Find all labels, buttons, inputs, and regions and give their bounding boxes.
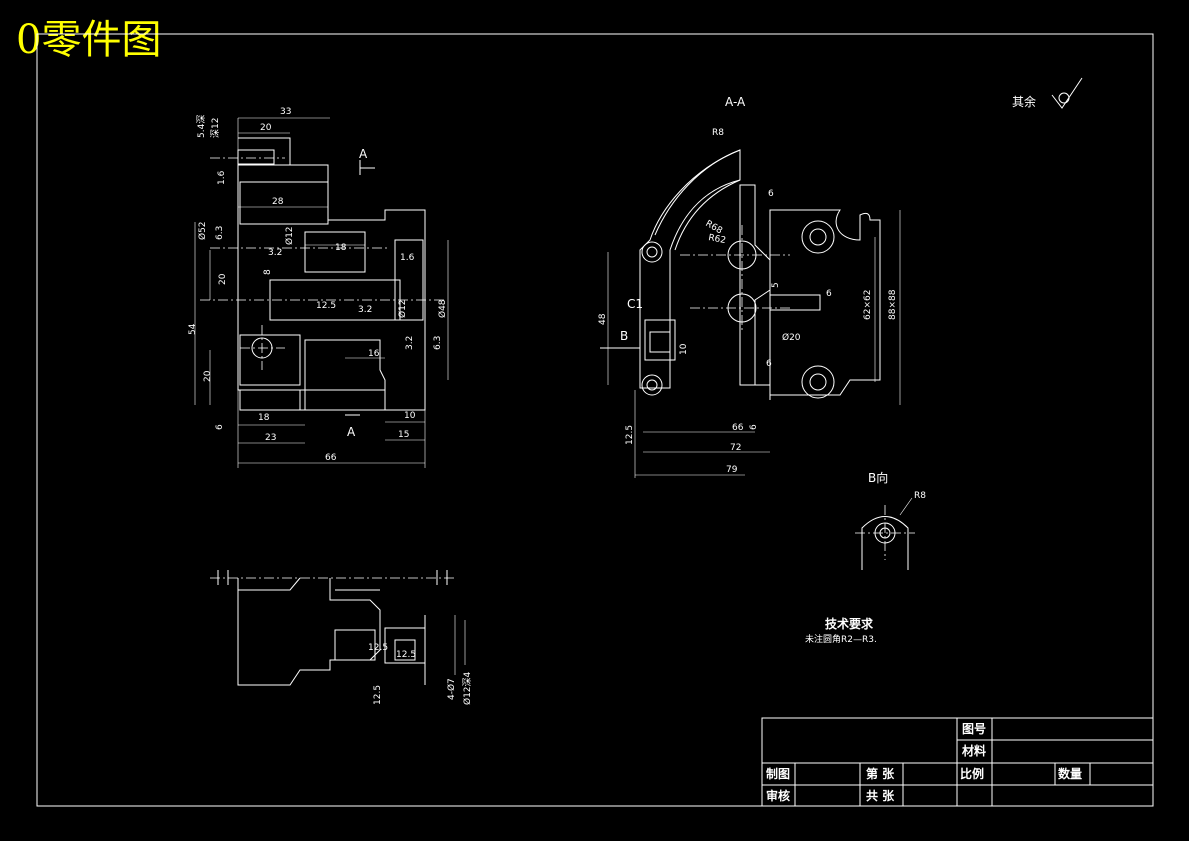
dim-phi48: Ø48 <box>437 299 448 318</box>
dim-66: 66 <box>325 453 337 463</box>
sec-dim-6c: 6 <box>766 359 772 369</box>
sec-dim-79: 79 <box>726 465 738 475</box>
sec-dim-6b: 6 <box>826 289 832 299</box>
roughness-note: 其余 <box>1012 77 1083 109</box>
dim-33: 33 <box>280 107 291 117</box>
sec-dim-6d: 6 <box>749 424 759 430</box>
dim-r63b: 6.3 <box>433 336 443 350</box>
bottom-dim-r125c: 12.5 <box>373 685 383 705</box>
section-arrow-a-bottom: A <box>347 425 356 439</box>
view-b-label: B向 <box>868 470 888 485</box>
dim-20: 20 <box>260 123 272 133</box>
dim-54: 54 <box>188 323 198 335</box>
dim-16: 16 <box>368 349 380 359</box>
sec-dim-r125: 12.5 <box>625 425 635 445</box>
arrow-b-label: B <box>620 329 628 343</box>
dim-6: 6 <box>215 424 225 430</box>
dim-r16: 1.6 <box>217 170 227 185</box>
dim-phi12b: Ø12 <box>397 299 408 318</box>
sec-dim-6a: 6 <box>768 189 774 199</box>
tb-scale: 比例 <box>960 766 984 781</box>
tb-drawn: 制图 <box>766 766 790 781</box>
section-aa-label: A-A <box>725 95 746 109</box>
tb-total: 共 张 <box>866 788 895 803</box>
dim-15: 15 <box>398 430 409 440</box>
sec-dim-r8: R8 <box>712 128 724 138</box>
chamfer-label: C1 <box>627 297 643 311</box>
sec-dim-phi20: Ø20 <box>782 332 801 343</box>
dim-10: 10 <box>404 411 416 421</box>
tb-material: 材料 <box>961 743 986 758</box>
tech-req-text: 未注圆角R2—R3. <box>805 633 877 645</box>
sec-dim-62x62: 62×62 <box>863 290 873 320</box>
drawing-title: 0零件图 <box>16 17 162 63</box>
tb-quantity: 数量 <box>1058 766 1082 781</box>
bottom-view: 12.5 12.5 12.5 4-Ø7 Ø12深4 <box>210 570 473 705</box>
dim-r32b: 3.2 <box>358 305 372 315</box>
sec-dim-66: 66 <box>732 423 744 433</box>
drawing-border <box>36 33 1154 807</box>
sec-dim-5: 5 <box>771 282 781 288</box>
sec-dim-88x88: 88×88 <box>888 289 898 320</box>
bottom-dim-thread: 4-Ø7 <box>446 678 457 700</box>
dim-r32a: 3.2 <box>268 248 282 258</box>
dim-18b: 18 <box>258 413 270 423</box>
section-aa-view: A-A <box>598 95 901 478</box>
dim-r125: 12.5 <box>316 301 336 311</box>
dim-23: 23 <box>265 433 276 443</box>
view-b-dim-r8: R8 <box>914 491 926 501</box>
dim-d8: 8 <box>263 269 273 275</box>
sec-dim-48: 48 <box>598 313 608 325</box>
dim-thread2: 深12 <box>210 118 221 138</box>
tb-checked: 审核 <box>766 788 790 803</box>
sec-dim-r62: R62 <box>707 233 726 246</box>
tech-requirements: 技术要求 未注圆角R2—R3. <box>805 616 877 645</box>
tb-drawing-no: 图号 <box>962 721 986 736</box>
dim-phi12a: Ø12 <box>284 226 295 245</box>
dim-20c: 20 <box>203 370 213 382</box>
dim-r16b: 1.6 <box>400 253 415 263</box>
view-b: B向 R8 <box>855 470 926 570</box>
tb-sheet: 第 张 <box>866 766 895 781</box>
section-arrow-a-top: A <box>359 147 368 161</box>
title-block: 图号 材料 制图 审核 第 张 共 张 比例 数量 <box>761 717 1154 807</box>
dim-r32c: 3.2 <box>405 336 415 350</box>
dim-phi52: Ø52 <box>197 221 208 240</box>
tech-req-heading: 技术要求 <box>825 616 874 631</box>
roughness-note-text: 其余 <box>1012 94 1036 109</box>
dim-thread1: 5.4深 <box>196 115 207 138</box>
dim-28: 28 <box>272 197 284 207</box>
bottom-dim-r125b: 12.5 <box>396 650 416 660</box>
bottom-dim-r125a: 12.5 <box>368 643 388 653</box>
dim-20b: 20 <box>218 273 228 285</box>
sec-dim-10: 10 <box>679 343 689 355</box>
front-view: 33 20 28 18 1.6 Ø52 6.3 3.2 Ø12 8 1.6 20… <box>188 107 449 468</box>
sec-dim-72: 72 <box>730 443 741 453</box>
dim-18a: 18 <box>335 243 347 253</box>
bottom-dim-note: Ø12深4 <box>462 671 473 705</box>
dim-r63a: 6.3 <box>215 226 225 240</box>
